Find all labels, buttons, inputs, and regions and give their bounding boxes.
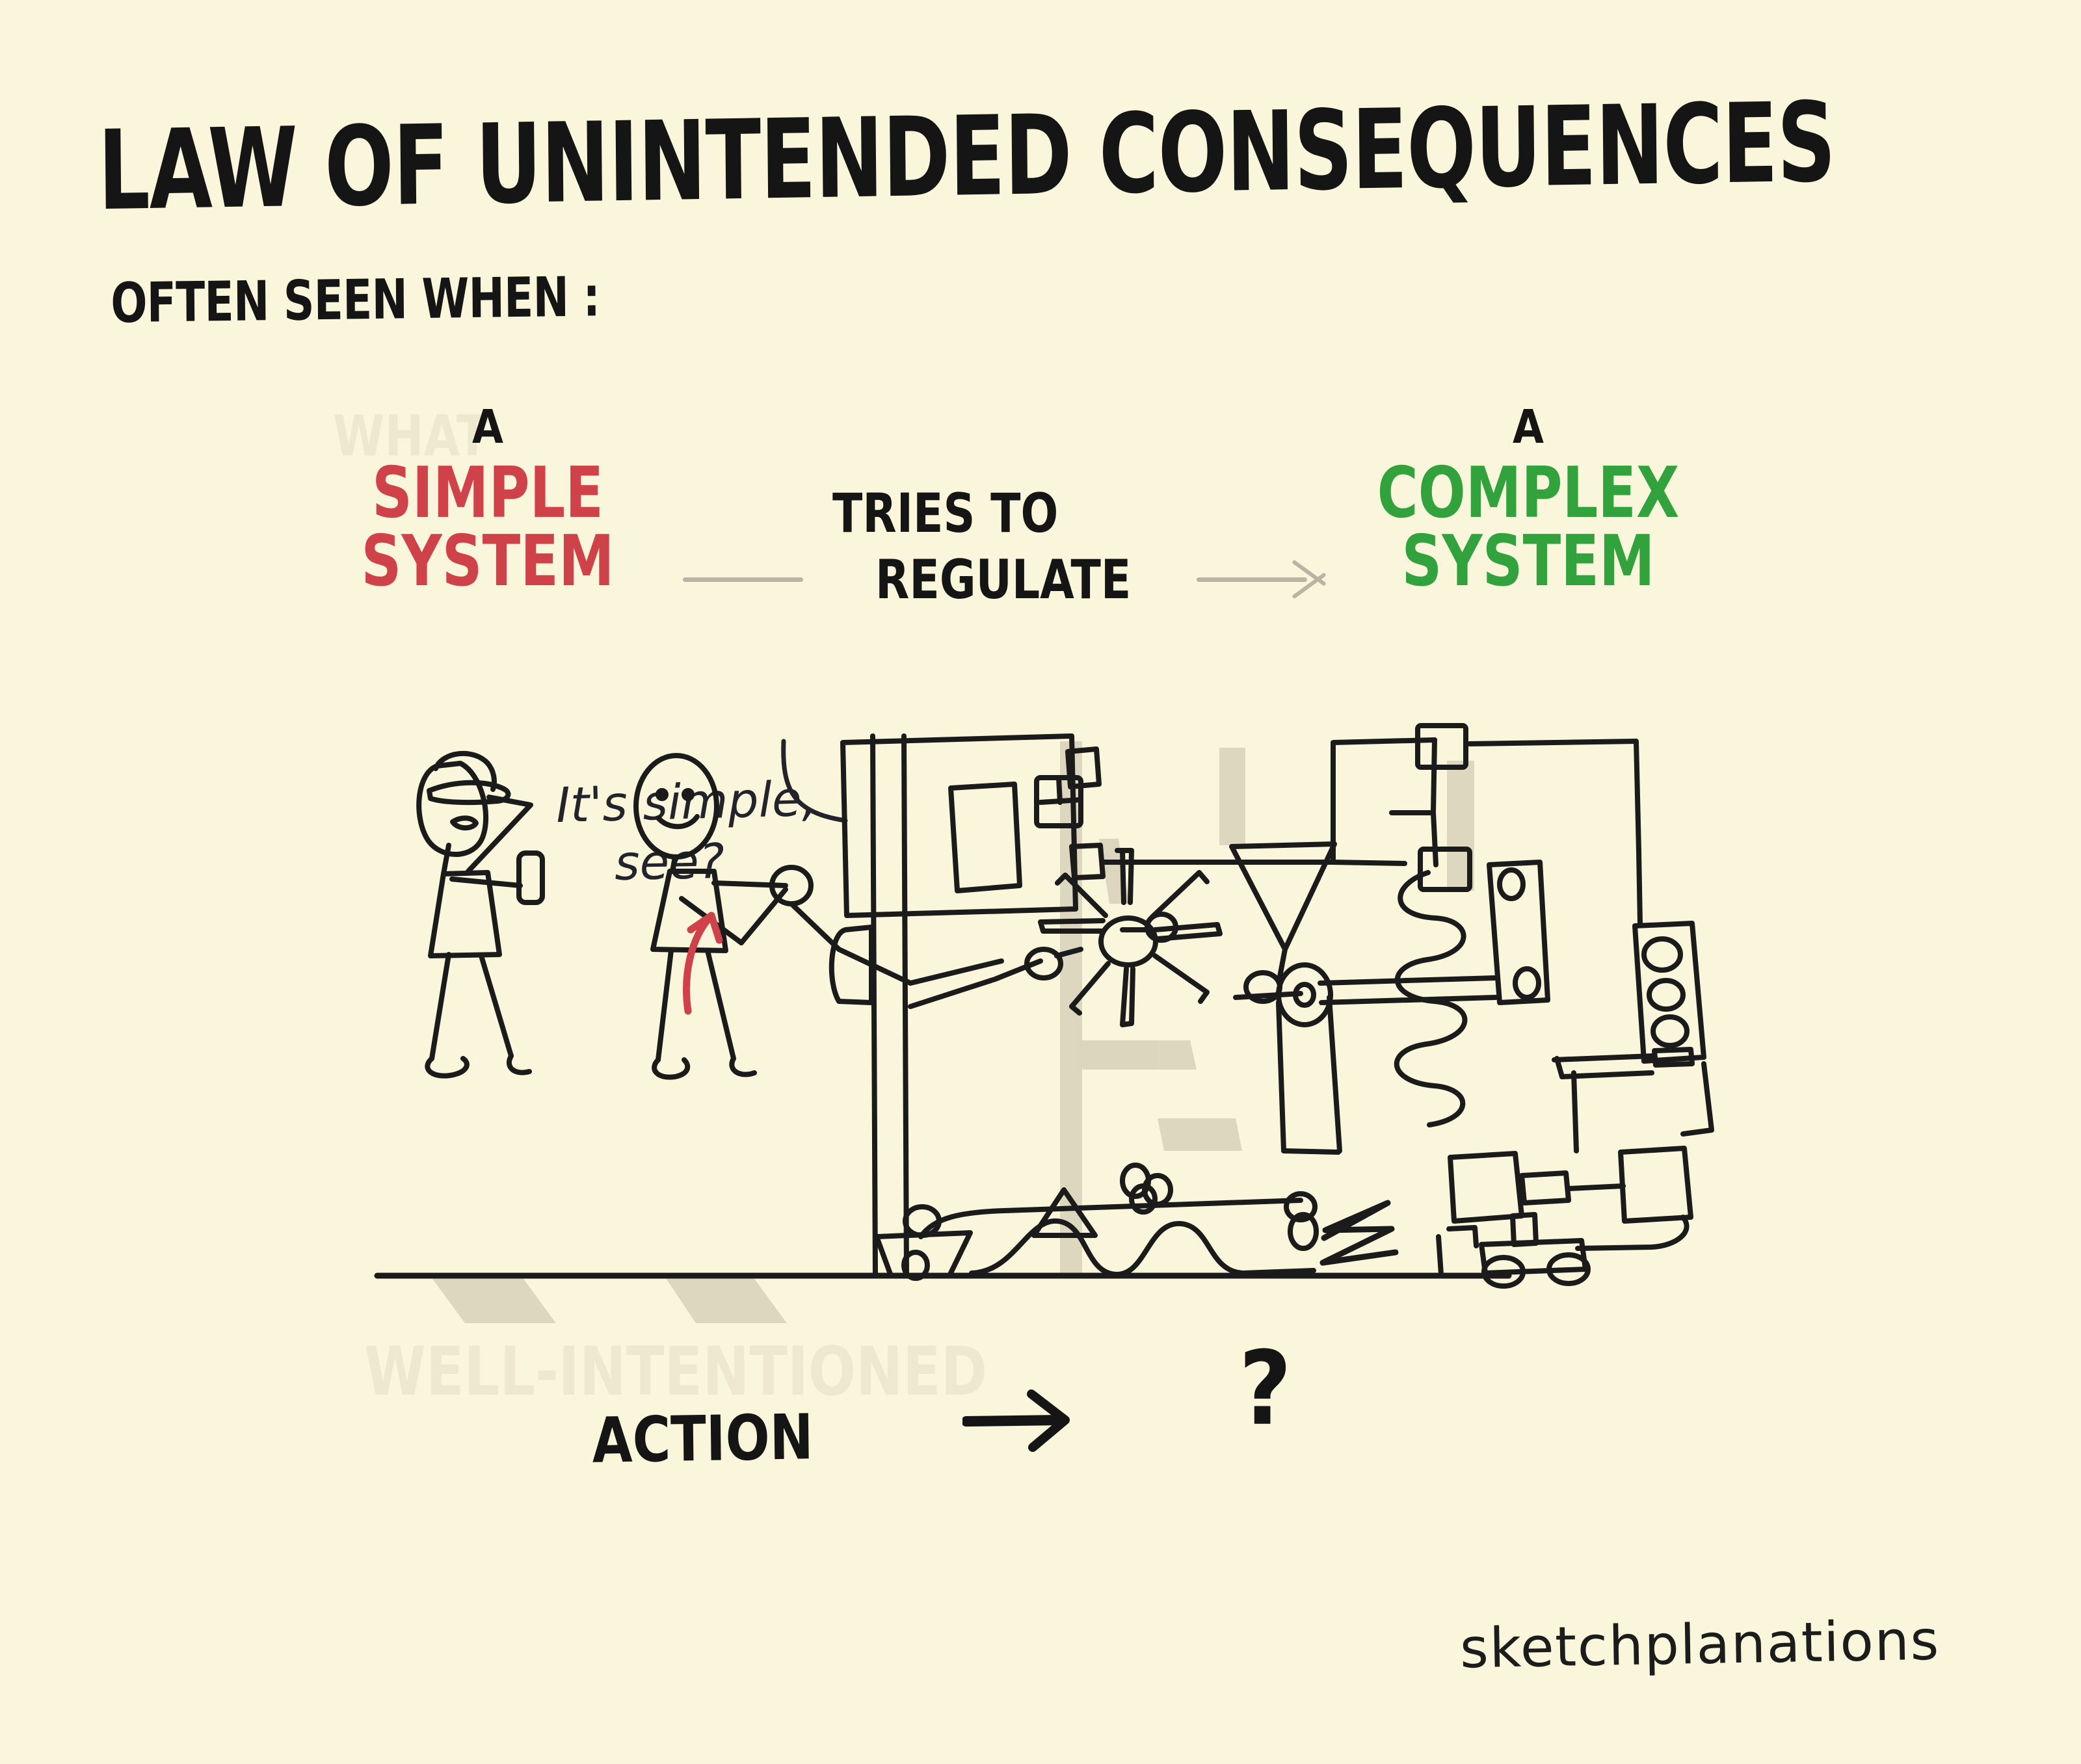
wavy-track — [969, 1218, 1316, 1278]
scene-svg — [374, 723, 1714, 1323]
lever-linkage — [908, 947, 1083, 1009]
flow-arrow-icon — [961, 1385, 1086, 1456]
subtitle: OFTEN SEEN WHEN : — [110, 265, 600, 336]
system-word-left: SYSTEM — [361, 521, 615, 603]
speech-tail — [781, 739, 848, 823]
relation-block: TRIES TO REGULATE — [832, 481, 1197, 614]
system-word-right: SYSTEM — [1401, 521, 1655, 603]
complex-word: COMPLEX — [1377, 453, 1680, 534]
red-motion-arrow — [683, 912, 723, 1015]
machine-wiring — [1331, 723, 1641, 892]
divider-wall — [870, 733, 909, 1278]
regulate-line: REGULATE — [875, 549, 1132, 612]
article-a-left: A — [472, 399, 503, 454]
lower-boxes — [1448, 1061, 1714, 1251]
panel-box — [840, 733, 1336, 918]
figure-observer — [416, 750, 545, 1079]
vertical-rail — [1487, 860, 1550, 1005]
question-mark: ? — [1239, 1330, 1292, 1449]
indicator-light-box — [1552, 849, 1706, 1079]
pulley-drum — [1276, 962, 1498, 1155]
page-title: LAW OF UNINTENDED CONSEQUENCES — [97, 79, 1836, 236]
starburst-gear — [1038, 848, 1223, 1027]
funnel — [1229, 841, 1337, 1004]
action-label: ACTION — [592, 1401, 814, 1477]
wheeled-cart — [1436, 1212, 1591, 1289]
connector-line-right — [1197, 577, 1307, 582]
sketch-scene — [374, 723, 1756, 1333]
seesaw-lever — [918, 1163, 1319, 1251]
hopper-bucket — [874, 1204, 973, 1281]
zigzag-spring — [1319, 1200, 1399, 1266]
article-a-right: A — [1513, 399, 1544, 454]
simple-system-block: A SIMPLE SYSTEM — [306, 399, 670, 603]
lever-mechanism — [769, 865, 913, 1005]
tries-to-line: TRIES TO — [832, 482, 1059, 546]
simple-word: SIMPLE — [371, 453, 604, 534]
connector-line-left — [683, 577, 803, 582]
shadow-layer — [429, 741, 1474, 1323]
signature: sketchplanations — [1459, 1608, 1941, 1681]
ghost-text-bottom: WELL-INTENTIONED — [364, 1333, 988, 1411]
complex-system-block: A COMPLEX SYSTEM — [1327, 399, 1730, 603]
